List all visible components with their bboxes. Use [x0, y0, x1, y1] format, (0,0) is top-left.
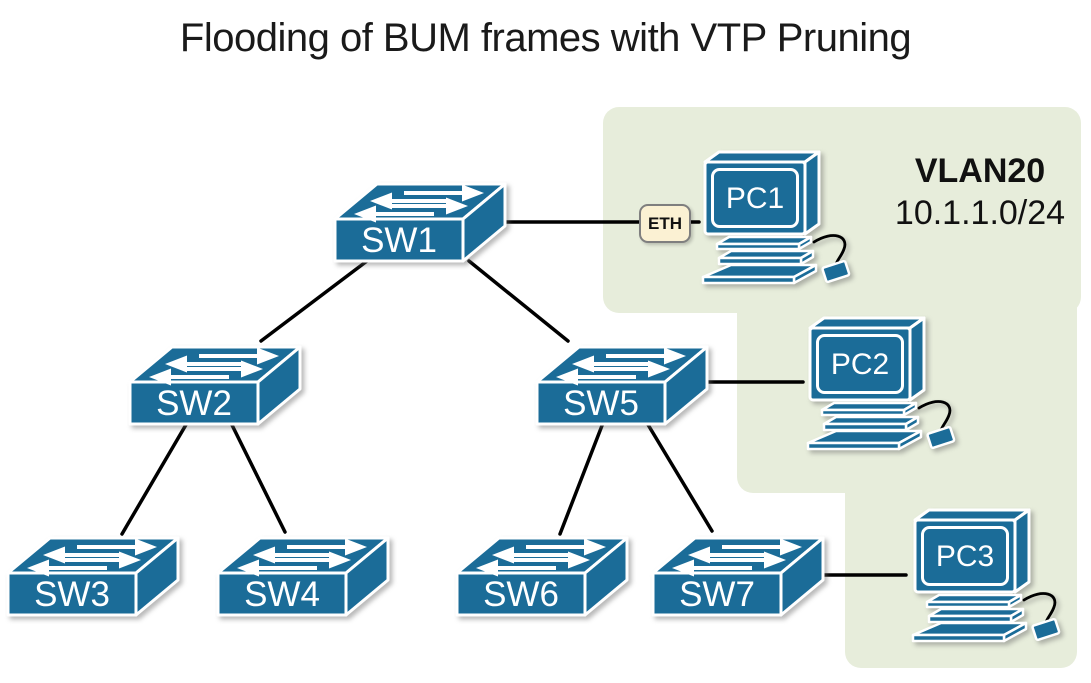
pc-pc3: PC3	[905, 508, 1075, 643]
vlan-subnet: 10.1.1.0/24	[894, 194, 1066, 232]
switch-label: SW5	[563, 384, 639, 423]
eth-badge-label: ETH	[648, 213, 682, 233]
switch-sw5: SW5	[534, 335, 710, 427]
pc-pc1: PC1	[695, 150, 865, 285]
switch-label: SW3	[34, 575, 110, 614]
link-sw2-sw4	[230, 423, 287, 534]
link-sw5-sw6	[558, 421, 605, 536]
link-sw1-sw2	[259, 259, 369, 343]
switch-sw3: SW3	[5, 526, 181, 618]
switch-label: SW7	[679, 575, 755, 614]
switch-sw7: SW7	[650, 526, 826, 618]
pc-label: PC1	[726, 182, 784, 215]
switch-icon: SW5	[534, 335, 710, 427]
switch-icon: SW3	[5, 526, 181, 618]
switch-icon: SW4	[215, 526, 391, 618]
switch-sw6: SW6	[454, 526, 630, 618]
pc-pc2: PC2	[800, 316, 970, 451]
switch-label: SW4	[244, 575, 320, 614]
switch-label: SW1	[361, 221, 437, 260]
switch-icon: SW2	[127, 335, 303, 427]
pc-label: PC2	[831, 348, 889, 381]
diagram-title: Flooding of BUM frames with VTP Pruning	[179, 16, 912, 60]
pc-icon: PC2	[806, 316, 957, 451]
link-sw5-sw7	[645, 421, 714, 533]
switch-sw1: SW1	[332, 172, 508, 264]
pc-label: PC3	[936, 540, 994, 573]
switch-icon: SW6	[454, 526, 630, 618]
eth-badge: ETH	[639, 204, 691, 243]
switch-sw4: SW4	[215, 526, 391, 618]
switch-sw2: SW2	[127, 335, 303, 427]
switch-icon: SW7	[650, 526, 826, 618]
switch-label: SW2	[156, 384, 232, 423]
link-sw1-sw5	[467, 259, 570, 343]
vlan-name: VLAN20	[914, 152, 1046, 190]
pc-icon: PC1	[701, 150, 852, 285]
switch-icon: SW1	[332, 172, 508, 264]
vlan-annotation: VLAN20 10.1.1.0/24	[868, 150, 1091, 234]
switch-label: SW6	[483, 575, 559, 614]
pc-icon: PC3	[911, 508, 1062, 643]
link-sw2-sw3	[120, 421, 189, 536]
